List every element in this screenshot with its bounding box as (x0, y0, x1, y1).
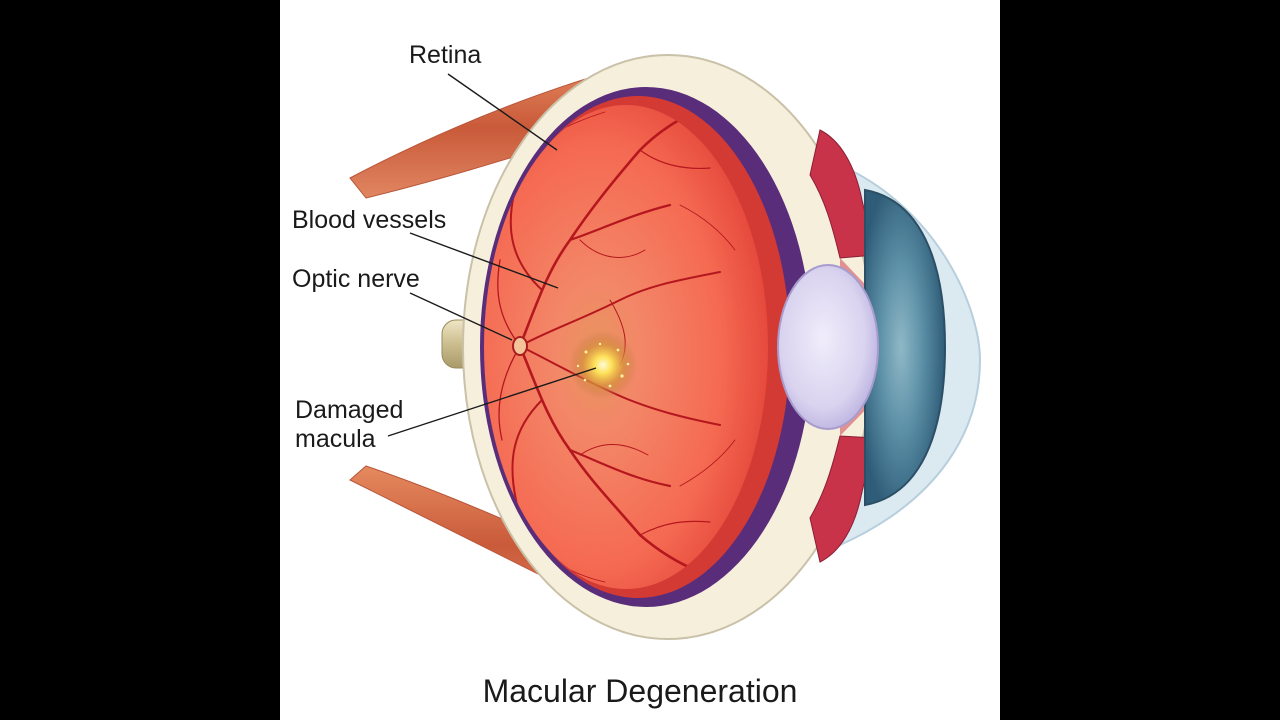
optic-disc (512, 336, 528, 356)
blood-vessels-label: Blood vessels (292, 206, 447, 234)
blood-vessels-leader-line (409, 232, 559, 289)
optic-nerve-label: Optic nerve (292, 265, 420, 293)
retina-label: Retina (409, 41, 482, 69)
ciliary-body-lower (809, 435, 876, 563)
ciliary-body-upper (809, 129, 876, 259)
damaged-macula-label-line2: macula (295, 425, 376, 453)
damaged-macula-spot (569, 331, 637, 399)
figure-caption: Macular Degeneration (482, 673, 798, 709)
damaged-macula-leader-line (387, 367, 597, 437)
lens (777, 264, 879, 430)
macula-drusen-dots (576, 342, 630, 388)
damaged-macula-label-line1: Damaged (295, 396, 404, 424)
eye-cross-section-illustration (349, 54, 982, 640)
iris (864, 188, 947, 507)
retina-leader-line (447, 73, 558, 151)
optic-nerve-leader-line (409, 292, 513, 341)
leader-lines (387, 73, 597, 437)
diagram-panel: Retina Blood vessels Optic nerve Damaged… (280, 0, 1000, 720)
